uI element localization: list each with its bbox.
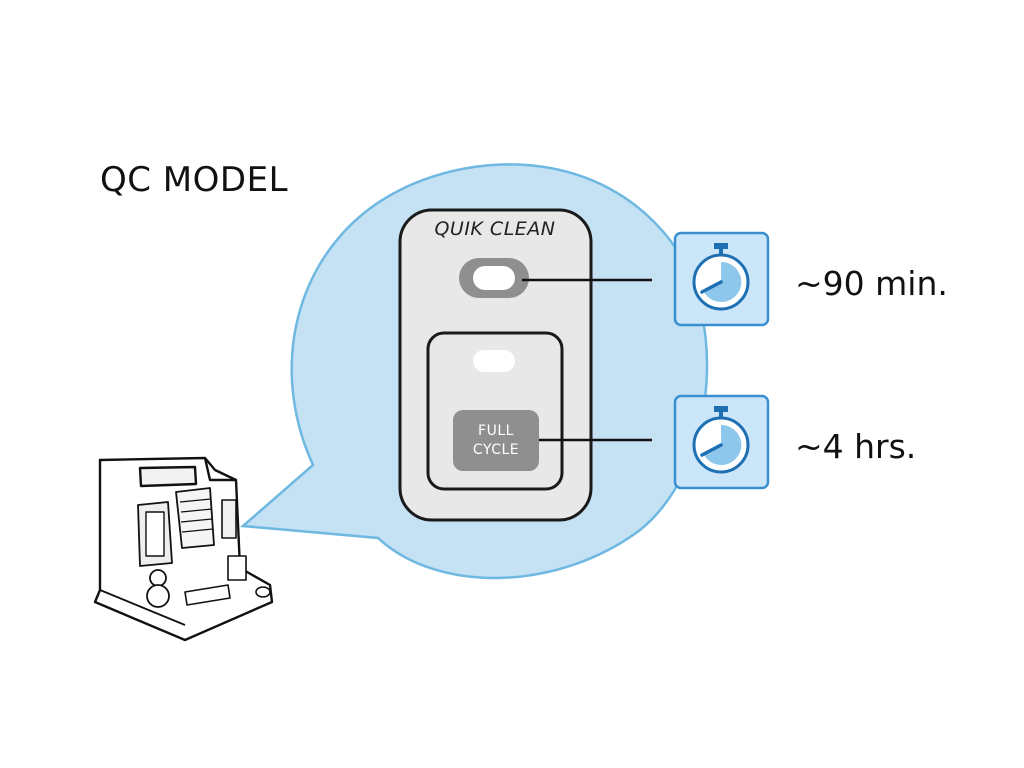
full-cycle-time: ~4 hrs. bbox=[795, 427, 917, 466]
full-cycle-label-line2: CYCLE bbox=[472, 441, 520, 458]
stopwatch-icon bbox=[673, 231, 770, 327]
quik-clean-time: ~90 min. bbox=[795, 264, 948, 303]
control-panel bbox=[398, 208, 593, 522]
full-cycle-indicator-light bbox=[473, 350, 515, 372]
page-title: QC MODEL bbox=[100, 160, 289, 200]
quik-clean-indicator-light bbox=[473, 266, 515, 290]
quik-clean-label: QUIK CLEAN bbox=[434, 218, 556, 240]
full-cycle-button[interactable]: FULL CYCLE bbox=[453, 410, 539, 471]
stopwatch-icon bbox=[673, 394, 770, 490]
washer-device-illustration bbox=[93, 456, 274, 642]
full-cycle-label-line1: FULL bbox=[478, 422, 514, 439]
